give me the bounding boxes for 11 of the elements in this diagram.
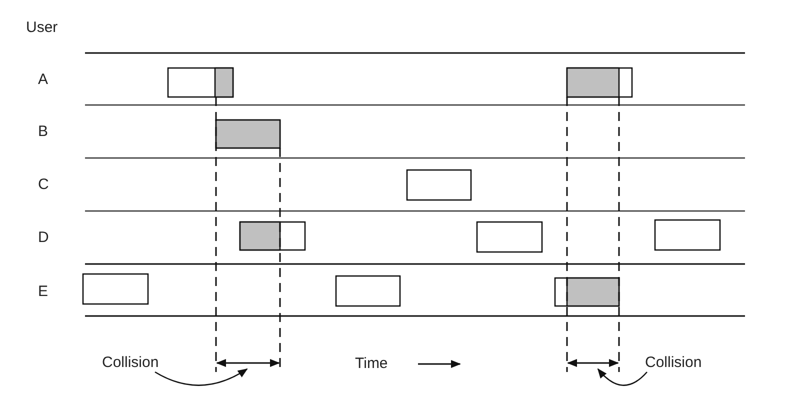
annotation-text: Collision bbox=[645, 354, 702, 372]
row-label: B bbox=[38, 123, 48, 141]
row-label: E bbox=[38, 283, 48, 301]
axis-label: Time bbox=[355, 355, 388, 373]
leader-arrow bbox=[597, 368, 648, 386]
row-label: C bbox=[38, 176, 49, 194]
axis-label: User bbox=[26, 19, 58, 37]
row-label: A bbox=[38, 71, 48, 89]
leader-arrow bbox=[154, 368, 248, 386]
annotation-text: Collision bbox=[102, 354, 159, 372]
row-label: D bbox=[38, 229, 49, 247]
